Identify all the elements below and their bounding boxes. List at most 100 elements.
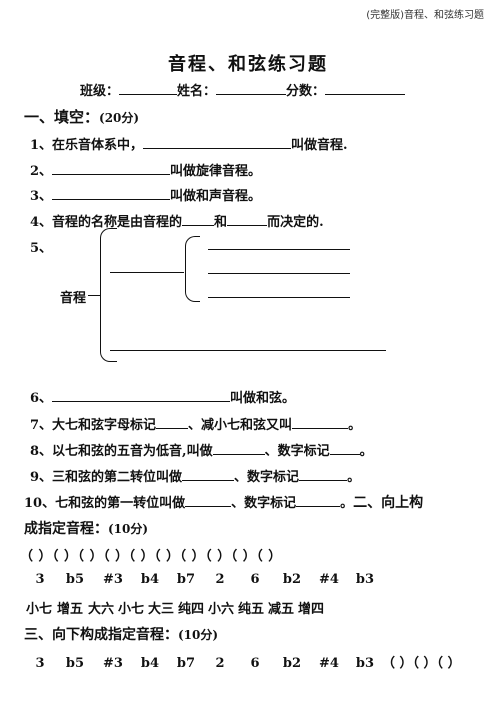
q4-blank-2[interactable] — [227, 213, 268, 226]
interval-label: 纯四 — [177, 602, 204, 617]
q4-text: 4、音程的名称是由音程的 — [30, 215, 183, 230]
q9-text: 9、三和弦的第二转位叫做 — [30, 470, 183, 485]
page-title: 音程、和弦练习题 — [168, 54, 328, 75]
section3-heading: 三、向下构成指定音程：(10分) — [24, 624, 218, 644]
note-label: b3 — [355, 572, 375, 587]
interval-label: 小六 — [207, 602, 234, 617]
score-label: 分数： — [286, 84, 326, 99]
q8-mid: 、数字标记 — [264, 444, 330, 459]
q2-suffix: 叫做旋律音程。 — [170, 164, 262, 179]
note-label: b4 — [140, 572, 160, 587]
section3-title: 三、向下构成指定音程： — [24, 627, 178, 643]
interval-label: 增四 — [297, 602, 324, 617]
q1-suffix: 叫做音程. — [291, 138, 348, 153]
question-4: 4、音程的名称是由音程的 和 而决定的. — [30, 211, 324, 230]
note-label: 6 — [250, 572, 260, 587]
q9-mid: 、数字标记 — [234, 470, 300, 485]
q8-blank-1[interactable] — [212, 442, 265, 455]
question-8: 8、以七和弦的五音为低音,叫做 、数字标记 。 — [30, 440, 373, 459]
note-label: b7 — [176, 572, 196, 587]
section2-title-end: 成指定音程： — [24, 521, 108, 537]
q7-mid: 、减小七和弦又叫 — [188, 418, 293, 433]
q5-inner-bracket — [185, 236, 200, 302]
note-label: b2 — [282, 572, 302, 587]
note-label: 3 — [35, 656, 45, 671]
q10-mid: 、数字标记 — [231, 496, 297, 511]
q10-blank-2[interactable] — [296, 494, 341, 507]
q3-number: 3、 — [30, 189, 53, 204]
section2-interval-row: 小七增五大六小七大三纯四小六纯五减五增四 — [24, 598, 326, 617]
section3-answer-parens[interactable]: （ ）（ ）（ ） — [382, 656, 461, 671]
q5-blank-inner-1[interactable] — [208, 249, 350, 250]
note-label: 2 — [215, 572, 225, 587]
q5-blank-inner-3[interactable] — [208, 297, 350, 298]
section1-heading: 一、填空：(20分) — [24, 106, 139, 127]
q4-blank-1[interactable] — [182, 213, 215, 226]
question-1: 1、在乐音体系中，叫做音程. — [30, 134, 348, 153]
note-label: #3 — [103, 656, 123, 671]
section2-points: (10分) — [108, 522, 149, 536]
q5-center-label: 音程 — [60, 291, 87, 306]
note-label: b7 — [176, 656, 196, 671]
header-note: (完整版)音程、和弦练习题 — [366, 10, 484, 21]
q10-text: 10、七和弦的第一转位叫做 — [24, 496, 186, 511]
note-label: b3 — [355, 656, 375, 671]
name-blank[interactable] — [216, 82, 287, 95]
q3-suffix: 叫做和声音程。 — [170, 189, 262, 204]
note-label: b5 — [65, 656, 85, 671]
note-label: #4 — [319, 572, 339, 587]
score-blank[interactable] — [325, 82, 406, 95]
section3-points: (10分) — [178, 628, 219, 642]
interval-label: 大六 — [87, 602, 114, 617]
question-9: 9、三和弦的第二转位叫做、数字标记。 — [30, 466, 360, 485]
section2-title-start: 二、向上构 — [353, 495, 424, 511]
q10-suffix: 。 — [340, 496, 354, 511]
q8-suffix: 。 — [359, 444, 373, 459]
note-label: b5 — [65, 572, 85, 587]
q4-suffix: 而决定的. — [267, 215, 324, 230]
q6-blank[interactable] — [52, 389, 231, 402]
q8-text: 8、以七和弦的五音为低音,叫做 — [30, 444, 213, 459]
q7-blank-1[interactable] — [156, 416, 189, 429]
class-label: 班级： — [80, 84, 120, 99]
name-label: 姓名： — [177, 84, 217, 99]
q2-number: 2、 — [30, 164, 53, 179]
class-blank[interactable] — [119, 82, 178, 95]
note-label: 6 — [250, 656, 260, 671]
q6-number: 6、 — [30, 391, 53, 406]
section2-answer-parens[interactable]: （ ）（ ）（ ）（ ）（ ）（ ）（ ）（ ）（ ）（ ） — [20, 549, 282, 564]
section2-heading: 成指定音程：(10分) — [24, 518, 148, 538]
note-label: #4 — [319, 656, 339, 671]
note-label: b4 — [140, 656, 160, 671]
interval-label: 小七 — [25, 602, 52, 617]
q8-blank-2[interactable] — [329, 442, 360, 455]
q2-blank[interactable] — [52, 162, 171, 175]
q7-text: 7、大七和弦字母标记 — [30, 418, 157, 433]
q7-suffix: 。 — [348, 418, 362, 433]
q7-blank-2[interactable] — [292, 416, 349, 429]
q3-blank[interactable] — [52, 187, 171, 200]
q9-blank-1[interactable] — [182, 468, 235, 481]
q4-and: 和 — [214, 215, 228, 230]
q1-blank[interactable] — [143, 136, 292, 149]
question-7: 7、大七和弦字母标记 、减小七和弦又叫 。 — [30, 414, 361, 433]
question-3: 3、 叫做和声音程。 — [30, 185, 261, 204]
q10-blank-1[interactable] — [185, 494, 232, 507]
interval-label: 小七 — [117, 602, 144, 617]
question-6: 6、 叫做和弦。 — [30, 387, 295, 406]
interval-label: 减五 — [267, 602, 294, 617]
section1-points: (20分) — [99, 111, 140, 125]
q5-blank-lower[interactable] — [110, 350, 386, 351]
student-info-row: 班级： 姓名： 分数： — [80, 80, 406, 99]
q9-blank-2[interactable] — [299, 468, 348, 481]
q6-suffix: 叫做和弦。 — [230, 391, 296, 406]
question-2: 2、 叫做旋律音程。 — [30, 160, 261, 179]
note-label: #3 — [103, 572, 123, 587]
note-label: 2 — [215, 656, 225, 671]
question-10: 10、七和弦的第一转位叫做 、数字标记 。二、向上构 — [24, 492, 423, 512]
q5-blank-inner-2[interactable] — [208, 273, 350, 274]
q5-blank-upper[interactable] — [110, 272, 184, 273]
interval-label: 大三 — [147, 602, 174, 617]
